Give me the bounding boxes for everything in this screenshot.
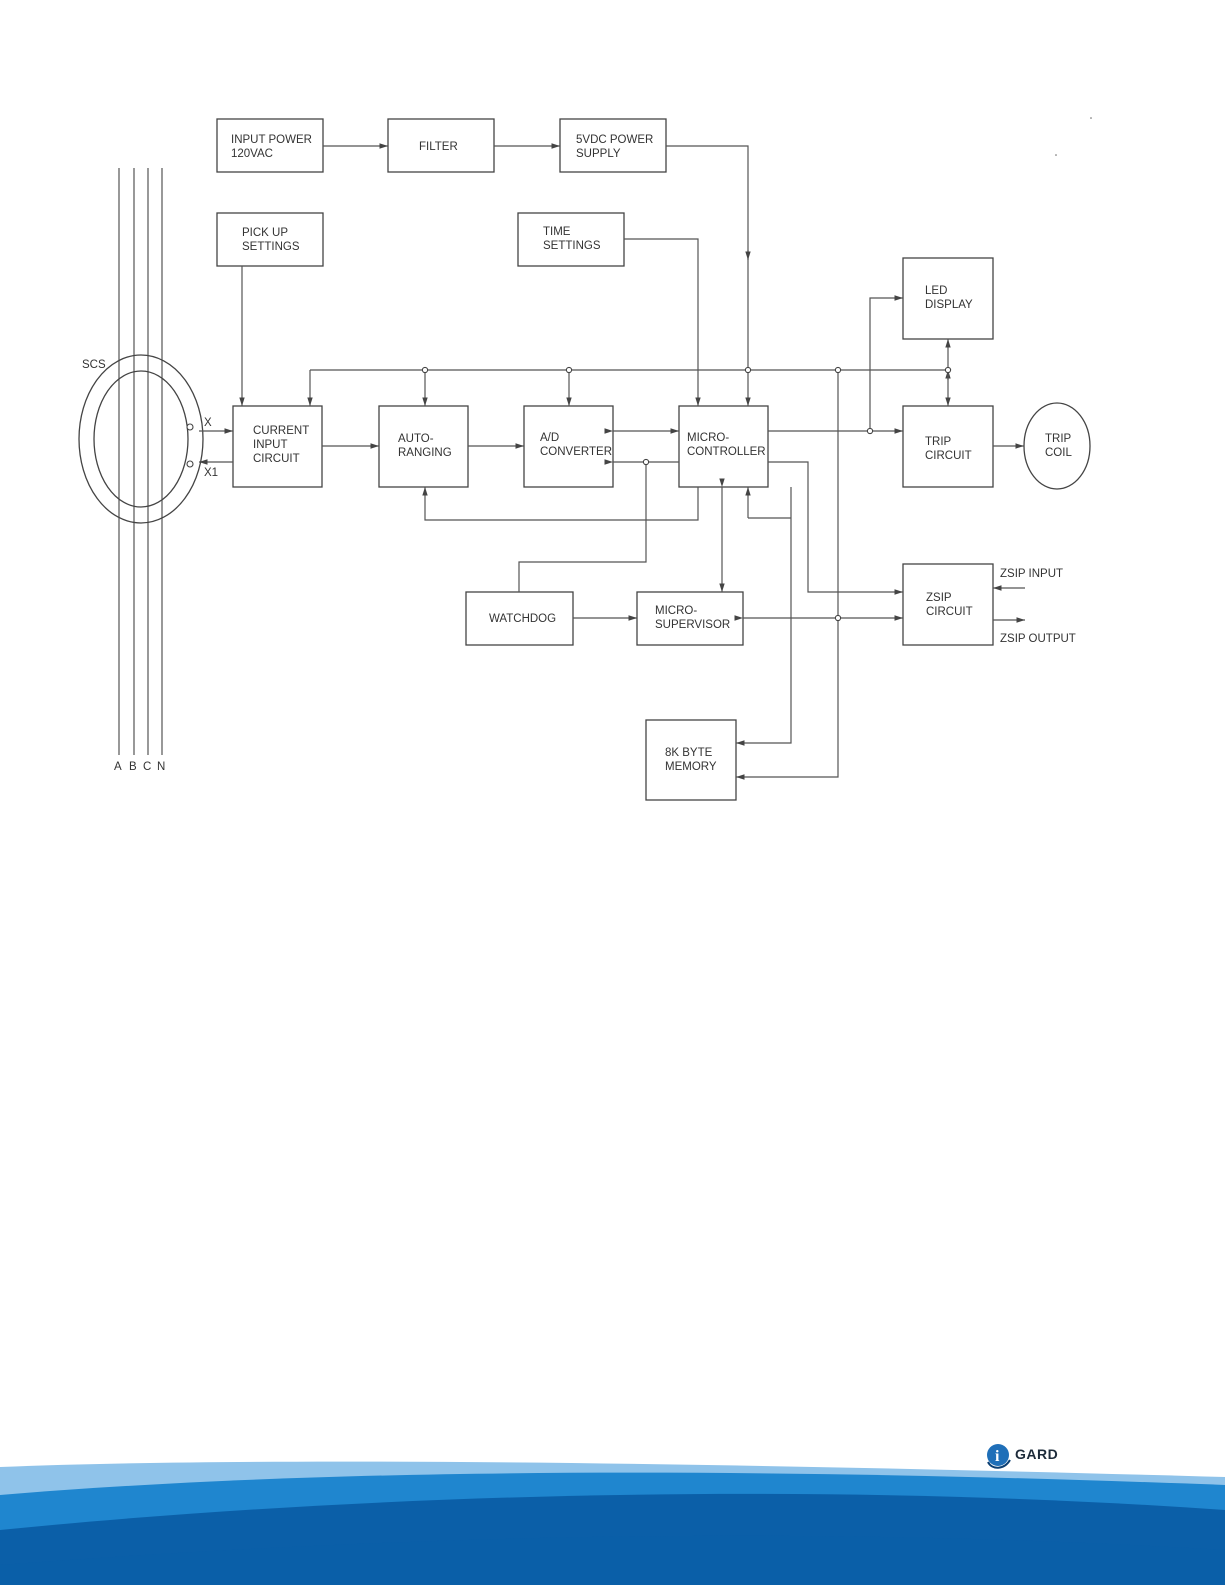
x1-label: X1 [204,467,218,479]
phase-b-label: B [129,761,137,773]
x-label: X [204,417,212,429]
scs-sensor [79,355,203,523]
zsip-output-label: ZSIP OUTPUT [1000,633,1076,645]
phase-conductors [119,168,162,755]
zsip-input-label: ZSIP INPUT [1000,568,1063,580]
phase-n-label: N [157,761,165,773]
phase-a-label: A [114,761,122,773]
footer-wave [0,1455,1225,1585]
memory-block [646,720,736,800]
pickup-settings-block [217,213,323,266]
zsip-circuit-block [903,564,993,645]
trip-coil [1024,403,1090,489]
scs-label: SCS [82,359,106,371]
filter-label: FILTER [419,141,458,153]
phase-c-label: C [143,761,151,773]
watchdog-label: WATCHDOG [489,613,556,625]
